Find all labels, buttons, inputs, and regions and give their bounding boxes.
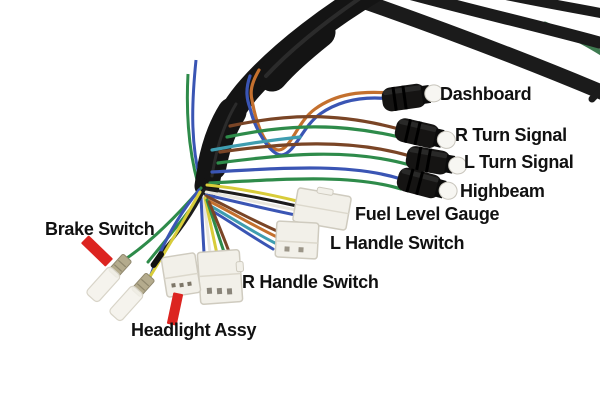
bullet-ridge	[415, 171, 425, 196]
bullet-ridge	[401, 85, 408, 110]
wire-blue-r-handle	[199, 196, 206, 255]
headlight-connector	[160, 252, 202, 298]
connector-seam	[198, 272, 241, 278]
connector-pin-hole	[206, 287, 213, 294]
wire-white-fuel	[204, 190, 298, 212]
bullet-ridge	[415, 146, 423, 171]
label-r-handle-switch: R Handle Switch	[242, 272, 379, 292]
connector-latch	[316, 186, 334, 196]
brake-switch-arrow-icon	[81, 235, 113, 267]
wire-black-fuel	[205, 187, 299, 208]
brake-switch-terminal	[86, 253, 132, 303]
sleeve-bulge	[256, 16, 336, 92]
wire-blue-fuel	[204, 193, 298, 217]
bullet-tip	[436, 130, 456, 149]
bullet-ridge	[403, 118, 413, 143]
label-dashboard: Dashboard	[440, 84, 532, 104]
wire-tip	[150, 251, 165, 268]
bullet-connector-r-turn	[394, 118, 456, 149]
wire-blue	[191, 59, 202, 181]
label-highbeam: Highbeam	[460, 181, 545, 201]
bullet-ridge	[405, 168, 415, 193]
bullet-ridge	[413, 121, 422, 146]
black-cable-stub	[588, 85, 600, 103]
arrow-bar	[166, 292, 184, 326]
sleeve-highlight	[210, 102, 238, 178]
label-l-turn-signal: L Turn Signal	[464, 152, 574, 172]
label-l-handle-switch: L Handle Switch	[330, 233, 465, 253]
black-cable-branch	[352, 0, 600, 100]
wire-teal	[210, 135, 302, 152]
wire-yellow-fuel	[205, 183, 299, 203]
connector-body	[274, 220, 320, 260]
wire-white-r-handle	[201, 194, 212, 255]
connector-seam	[164, 272, 199, 280]
bullet-connector-dashboard	[381, 83, 444, 112]
l-handle-switch-connector	[274, 220, 320, 260]
headlight-assy-arrow-icon	[166, 292, 184, 326]
bullet-tip	[448, 156, 468, 175]
connector-body	[196, 249, 244, 305]
fuel-level-gauge-connector	[292, 186, 352, 231]
connector-pin-hole	[171, 283, 176, 288]
wire-green-highbeam	[208, 177, 403, 191]
bullet-ridge	[391, 86, 398, 111]
wire-fan-left	[125, 186, 206, 285]
terminal-crimp	[140, 278, 150, 287]
wire-black-end	[158, 188, 206, 256]
connector-body	[160, 252, 202, 298]
wire-green	[185, 73, 200, 185]
terminal-clear-sleeve	[109, 285, 144, 322]
black-cable-branch	[409, 0, 600, 49]
bullet-ridge	[424, 148, 433, 173]
terminal-clear-sleeve	[86, 266, 121, 303]
connector-seam	[295, 203, 349, 215]
wire-green-r-turn	[225, 125, 401, 139]
black-wire-tip	[150, 251, 165, 268]
bullet-connector-highbeam	[396, 167, 458, 200]
cable-branches	[352, 0, 600, 103]
r-handle-switch-connector	[196, 249, 245, 305]
wire-brown-l-handle	[204, 194, 279, 233]
bullet-tip	[424, 84, 444, 103]
wire-orange-l-handle	[203, 197, 279, 239]
connector-pin-hole	[179, 282, 184, 288]
wire-orange-dashboard	[249, 68, 392, 152]
brake-switch-terminal	[109, 272, 155, 322]
sleeve-highlight	[264, 0, 361, 78]
label-fuel-level-gauge: Fuel Level Gauge	[355, 204, 500, 224]
wire-yellow-terminal	[144, 190, 202, 285]
terminal-crimp	[117, 259, 127, 268]
wire-fan-right	[208, 68, 412, 191]
wire-yellow-r-handle	[203, 196, 219, 256]
wire-brown-l-turn	[218, 142, 412, 158]
label-r-turn-signal: R Turn Signal	[455, 125, 567, 145]
connector-pin-hole	[216, 287, 223, 295]
label-headlight-assy: Headlight Assy	[131, 320, 257, 340]
connector-seam	[275, 240, 318, 244]
wire-blue-highbeam	[210, 166, 403, 181]
bullet-tip	[438, 181, 458, 200]
bullet-connector-l-turn	[405, 146, 468, 175]
terminal-crimp	[113, 264, 123, 272]
connector-pin-hole	[226, 288, 233, 295]
wire-brown-r-turn	[228, 115, 401, 131]
connector-pin-hole	[298, 247, 304, 253]
connector-latch	[235, 260, 245, 273]
wire-green-l-turn	[216, 152, 412, 167]
terminal-crimp	[136, 283, 146, 291]
arrow-bar	[81, 235, 113, 267]
black-cable-branch	[505, 0, 600, 18]
connector-pin-hole	[187, 281, 192, 287]
label-brake-switch: Brake Switch	[45, 219, 155, 239]
connector-pin-hole	[284, 246, 290, 252]
